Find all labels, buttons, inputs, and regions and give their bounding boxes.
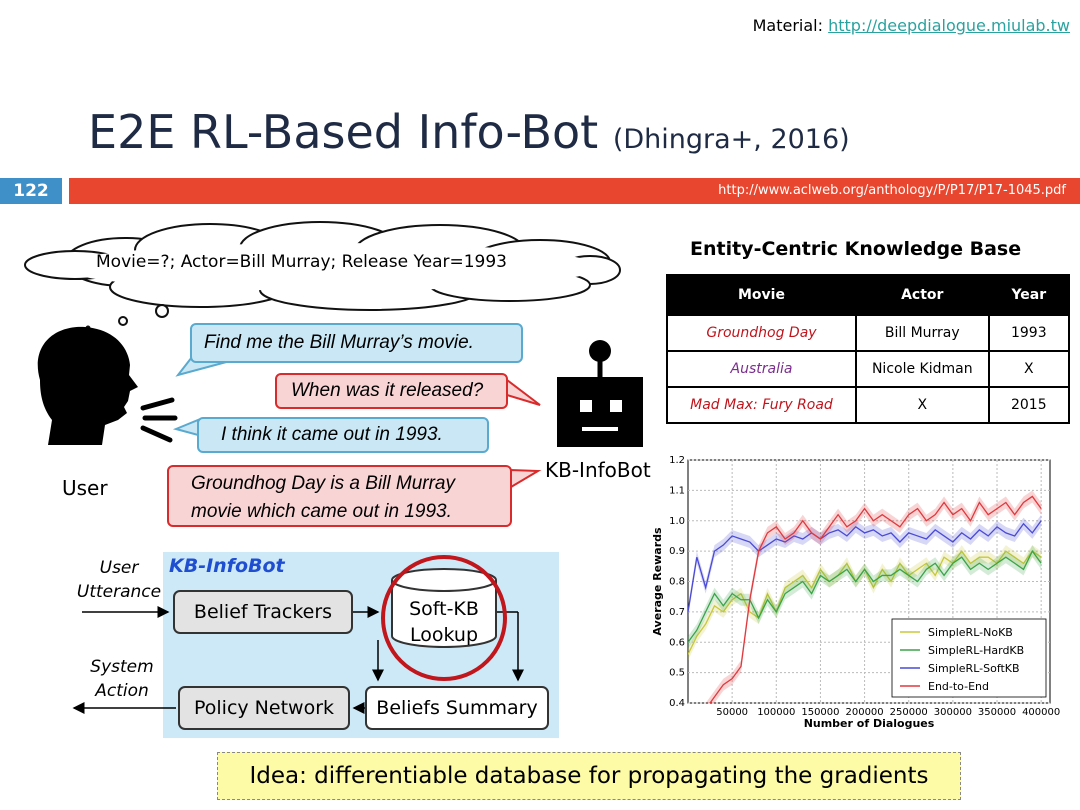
kb-cell-movie: Mad Max: Fury Road [666,386,857,424]
legend-label: SimpleRL-HardKB [928,644,1024,657]
user-utterance-line: User [99,558,139,578]
kb-header-movie: Movie [666,274,857,316]
bubble-tail [510,468,542,489]
series-band [688,514,1042,618]
diagram-title: KB-InfoBot [169,555,285,577]
series-line [688,520,1042,612]
x-tick-label: 400000 [1022,707,1060,718]
kb-cell-year: 2015 [987,386,1071,424]
series-band [688,545,1042,649]
table-row: Mad Max: Fury Road X 2015 [666,386,1071,424]
user-utterance-label: User Utterance [74,556,164,604]
thought-dot-medium [118,316,128,326]
beliefs-summary-box: Beliefs Summary [365,686,549,730]
y-tick-label: 0.9 [669,546,685,557]
robot-icon [557,340,643,447]
user-label: User [62,476,108,500]
kb-cell-year: X [987,350,1071,388]
dialogue-graphics [24,221,643,489]
thought-text: Movie=?; Actor=Bill Murray; Release Year… [96,252,507,272]
soft-kb-cylinder-icon [391,568,497,648]
x-tick-label: 300000 [934,707,972,718]
bot-reply-line-2: movie which came out in 1993. [191,501,452,522]
kb-header-row: Movie Actor Year [666,274,1071,316]
slide-title: E2E RL-Based Info-Bot (Dhingra+, 2016) [88,105,850,159]
highlight-circle [381,555,507,681]
slide-title-citation: (Dhingra+, 2016) [612,124,850,155]
material-link[interactable]: http://deepdialogue.miulab.tw [828,16,1070,35]
y-tick-label: 0.8 [669,577,685,588]
y-tick-label: 0.4 [669,698,685,709]
title-bar [69,178,1080,204]
table-row: Australia Nicole Kidman X [666,350,1071,388]
system-action-label: System Action [80,655,164,703]
user-bubble-1: Find me the Bill Murray’s movie. [190,323,523,363]
x-tick-label: 250000 [890,707,928,718]
kb-title: Entity-Centric Knowledge Base [690,238,1022,260]
system-action-line: Action [95,681,149,701]
idea-box: Idea: differentiable database for propag… [217,752,961,800]
bot-reply-line-1: Groundhog Day is a Bill Murray [191,473,455,494]
soft-kb-label: Soft-KB Lookup [392,596,496,648]
table-row: Groundhog Day Bill Murray 1993 [666,314,1071,352]
bot-label: KB-InfoBot [545,458,651,482]
legend-label: End-to-End [928,680,989,693]
kb-cell-actor: Nicole Kidman [854,350,990,388]
user-bubble-2: I think it came out in 1993. [197,417,489,453]
slide-title-main: E2E RL-Based Info-Bot [88,105,599,159]
x-tick-label: 150000 [801,707,839,718]
bot-bubble-1: When was it released? [275,373,508,409]
material-credit: Material: http://deepdialogue.miulab.tw [753,16,1070,35]
x-tick-label: 350000 [978,707,1016,718]
policy-network-box: Policy Network [178,686,350,730]
user-utterance-line: Utterance [76,582,162,602]
bot-bubble-2: Groundhog Day is a Bill Murray movie whi… [167,465,512,527]
soft-kb-line: Lookup [409,624,479,646]
x-tick-label: 100000 [757,707,795,718]
y-tick-label: 0.6 [669,637,685,648]
y-tick-label: 0.5 [669,668,685,679]
kb-cell-movie: Australia [666,350,857,388]
y-tick-label: 1.2 [669,455,685,466]
legend-label: SimpleRL-SoftKB [928,662,1020,675]
thought-dot-large [155,304,169,318]
y-tick-label: 1.1 [669,485,685,496]
series-line [709,495,1042,703]
y-axis-label: Average Rewards [651,527,664,636]
kb-cell-actor: Bill Murray [854,314,990,352]
system-action-line: System [90,657,154,677]
legend-label: SimpleRL-NoKB [928,626,1013,639]
diagram-arrows [72,555,524,714]
reward-chart: 50000 100000 150000 200000 250000 300000 35000… [651,455,1060,730]
y-tick-label: 1.0 [669,516,685,527]
soft-kb-line: Soft-KB [409,598,479,620]
kb-cell-year: 1993 [987,314,1071,352]
kb-cell-movie: Groundhog Day [666,314,857,352]
bubble-tail [172,418,199,437]
series-line [688,549,1042,643]
kb-table: Movie Actor Year Groundhog Day Bill Murr… [666,274,1071,424]
y-tick-label: 0.7 [669,607,685,618]
x-tick-label: 50000 [716,707,748,718]
slide-number: 122 [0,178,62,204]
x-axis-label: Number of Dialogues [804,717,935,730]
x-tick-label: 200000 [845,707,883,718]
material-label: Material: [752,16,823,35]
series-group [688,490,1042,703]
belief-trackers-box: Belief Trackers [173,590,353,634]
speech-lines-icon [140,397,178,443]
user-head-icon [37,326,138,445]
paper-url[interactable]: http://www.aclweb.org/anthology/P/P17/P1… [718,183,1066,198]
kb-cell-actor: X [854,386,990,424]
bubble-tail [506,377,541,406]
kb-header-year: Year [987,274,1071,316]
kb-header-actor: Actor [854,274,990,316]
